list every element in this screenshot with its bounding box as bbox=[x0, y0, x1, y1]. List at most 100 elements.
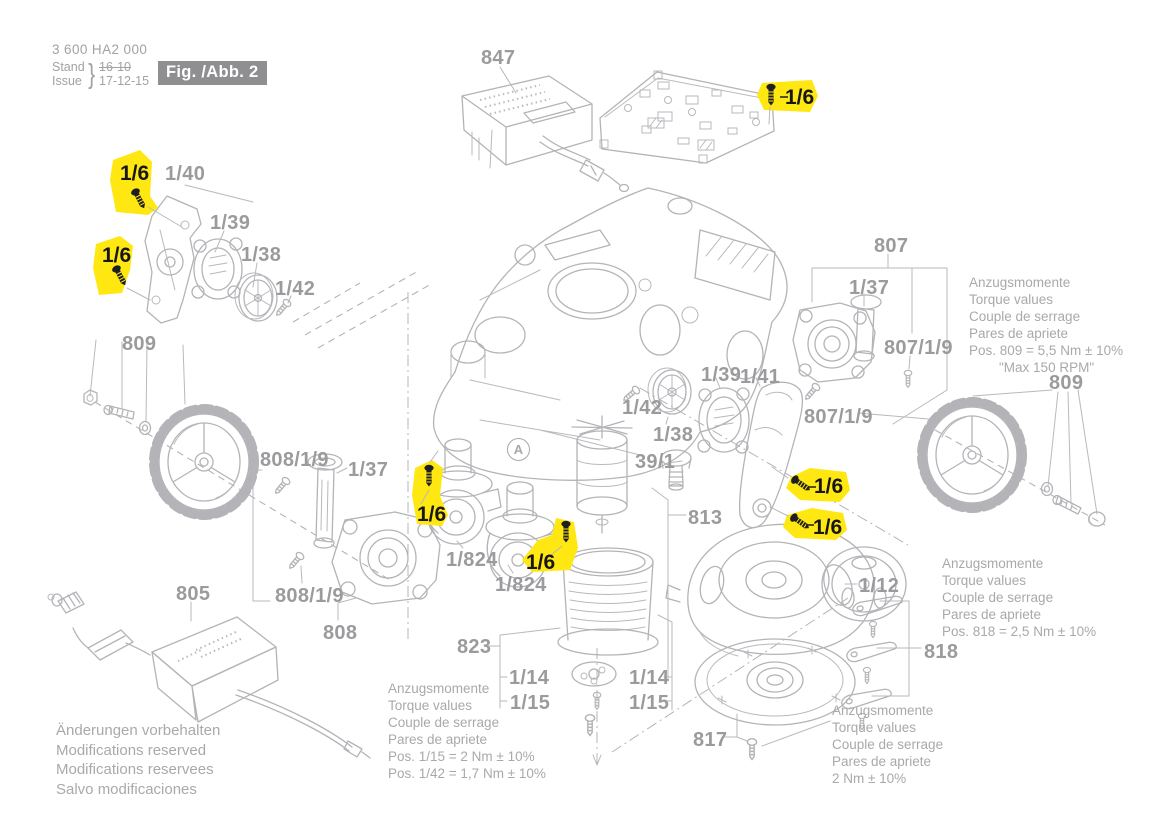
motor-1-39-center bbox=[697, 377, 750, 454]
lever-1-37-left bbox=[307, 453, 348, 549]
torque-line: Couple de serrage bbox=[388, 715, 500, 730]
revision-old-date: 16-10 bbox=[99, 60, 132, 74]
label-808: 808 bbox=[323, 622, 358, 644]
label-818: 818 bbox=[924, 641, 959, 663]
lever-1-37-right bbox=[850, 293, 882, 362]
label-1-15-left: 1/15 bbox=[510, 692, 551, 714]
torque-line: "Max 150 RPM" bbox=[999, 360, 1095, 375]
label-1-40: 1/40 bbox=[165, 163, 206, 185]
charger-805 bbox=[47, 591, 371, 759]
callout-1-6-left-upper: 1/6 bbox=[120, 162, 150, 185]
figure-badge: Fig. /Abb. 2 bbox=[158, 61, 267, 85]
mow-deck-813 bbox=[651, 487, 875, 681]
wheel-809-left bbox=[83, 339, 391, 581]
torque-line: 2 Nm ± 10% bbox=[832, 771, 907, 786]
torque-line: Anzugsmomente bbox=[388, 681, 490, 696]
torque-block-818: Anzugsmomente Torque values Couple de se… bbox=[942, 555, 1096, 640]
label-823: 823 bbox=[457, 636, 492, 658]
callout-1-6-right-lower: 1/6 bbox=[813, 516, 843, 539]
label-1-42-left: 1/42 bbox=[275, 278, 316, 300]
main-pcb-board bbox=[599, 70, 775, 164]
note-line: Salvo modificaciones bbox=[56, 780, 197, 798]
label-847: 847 bbox=[481, 47, 516, 69]
blade-disc-1-12 bbox=[821, 546, 907, 622]
label-809-right: 809 bbox=[1049, 372, 1084, 394]
label-1-14-left: 1/14 bbox=[509, 667, 550, 689]
label-805: 805 bbox=[176, 583, 211, 605]
label-807: 807 bbox=[874, 235, 909, 257]
label-1-39-left: 1/39 bbox=[210, 212, 251, 234]
stand-label: Stand bbox=[52, 60, 85, 74]
gearbox-808 bbox=[331, 292, 441, 640]
callout-1-6-caster-left: 1/6 bbox=[417, 503, 447, 526]
torque-block-809: Anzugsmomente Torque values Couple de se… bbox=[969, 274, 1123, 376]
torque-line: Anzugsmomente bbox=[969, 275, 1071, 290]
control-module-847 bbox=[461, 66, 630, 193]
chassis-body bbox=[292, 187, 788, 481]
label-1-42-center: 1/42 bbox=[622, 397, 663, 419]
callout-1-6-caster-right: 1/6 bbox=[526, 551, 556, 574]
torque-line: Pos. 1/42 = 1,7 Nm ± 10% bbox=[388, 766, 546, 781]
screws-808 bbox=[252, 469, 357, 621]
label-807-1-9-upper: 807/1/9 bbox=[884, 337, 953, 359]
label-1-14-right: 1/14 bbox=[629, 667, 670, 689]
torque-line: Torque values bbox=[942, 573, 1027, 588]
caster-1-824-right bbox=[485, 481, 564, 588]
torque-line: Pos. 1/15 = 2 Nm ± 10% bbox=[388, 749, 535, 764]
torque-line: Torque values bbox=[388, 698, 473, 713]
callout-1-6-left-lower: 1/6 bbox=[102, 244, 132, 267]
label-1-38-center: 1/38 bbox=[653, 424, 694, 446]
modifications-note: Änderungen vorbehalten Modifications res… bbox=[56, 721, 220, 799]
blades-818 bbox=[840, 594, 922, 731]
torque-line: Anzugsmomente bbox=[832, 703, 934, 718]
motor-1-39-left bbox=[191, 230, 243, 300]
torque-line: Anzugsmomente bbox=[942, 556, 1044, 571]
torque-line: Pares de apriete bbox=[388, 732, 488, 747]
blade-motor bbox=[571, 415, 633, 534]
document-part-number: 3 600 HA2 000 bbox=[52, 42, 148, 57]
torque-line: Pares de apriete bbox=[942, 607, 1042, 622]
screws-1-15 bbox=[486, 597, 849, 766]
label-808-1-9-top: 808/1/9 bbox=[260, 449, 329, 471]
wheel-hub-1-38-left bbox=[234, 262, 278, 322]
cup-823 bbox=[557, 547, 659, 656]
screw-1-42-left bbox=[272, 295, 293, 319]
torque-line: Couple de serrage bbox=[942, 590, 1054, 605]
highlight-callouts bbox=[93, 80, 850, 572]
arm-1-41 bbox=[639, 377, 909, 546]
label-1-15-right: 1/15 bbox=[629, 692, 670, 714]
torque-line: Pos. 818 = 2,5 Nm ± 10% bbox=[942, 624, 1097, 639]
brace-glyph: } bbox=[87, 58, 95, 89]
label-807-1-9-lower: 807/1/9 bbox=[804, 406, 873, 428]
label-1-37-right: 1/37 bbox=[849, 277, 890, 299]
torque-line: Torque values bbox=[969, 292, 1054, 307]
note-line: Änderungen vorbehalten bbox=[56, 722, 221, 739]
label-808-1-9-bottom: 808/1/9 bbox=[275, 585, 344, 607]
revision-block: Stand Issue } 16-10 17-12-15 bbox=[52, 58, 150, 89]
label-1-37-left: 1/37 bbox=[348, 459, 389, 481]
label-813: 813 bbox=[688, 507, 723, 529]
torque-line: Couple de serrage bbox=[969, 309, 1081, 324]
label-1-41: 1/41 bbox=[740, 366, 781, 388]
wheel-809-right bbox=[922, 389, 1106, 527]
plug-39-1 bbox=[660, 449, 692, 491]
torque-block-817: Anzugsmomente Torque values Couple de se… bbox=[832, 702, 943, 787]
base-plate-817 bbox=[694, 638, 856, 761]
torque-line: Torque values bbox=[832, 720, 917, 735]
callout-1-6-right-upper: 1/6 bbox=[814, 475, 844, 498]
label-817: 817 bbox=[693, 729, 728, 751]
torque-line: Pares de apriete bbox=[832, 754, 932, 769]
label-1-824-left: 1/824 bbox=[446, 549, 498, 571]
wheel-1-38-center bbox=[647, 367, 692, 425]
label-809-left: 809 bbox=[122, 333, 157, 355]
revision-date: 17-12-15 bbox=[99, 74, 150, 88]
mount-plate-1-14 bbox=[571, 661, 617, 687]
caster-1-824-left bbox=[423, 438, 502, 549]
bracket-1-40 bbox=[144, 184, 254, 324]
note-line: Modifications reserved bbox=[56, 741, 207, 759]
label-1-12: 1/12 bbox=[859, 575, 900, 597]
issue-label: Issue bbox=[52, 74, 82, 88]
label-1-824-right: 1/824 bbox=[495, 574, 547, 596]
